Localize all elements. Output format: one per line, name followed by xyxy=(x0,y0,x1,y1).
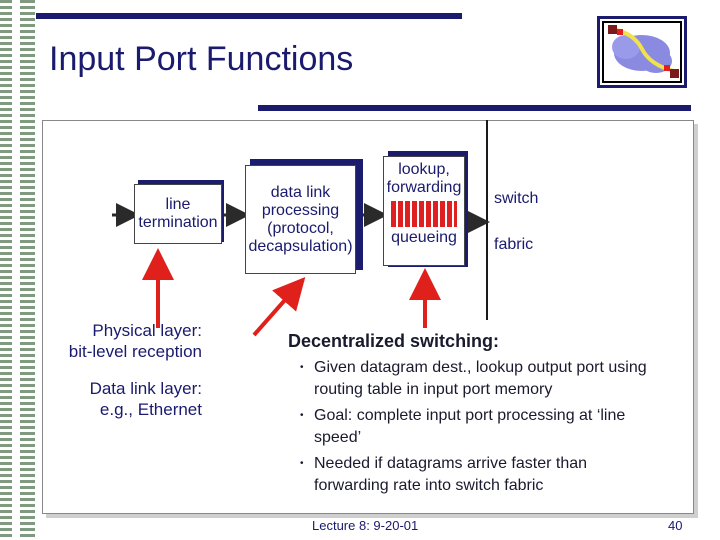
queueing-label: queueing xyxy=(391,229,457,246)
bullet-item: • Needed if datagrams arrive faster than… xyxy=(300,453,696,497)
title-underline-bar xyxy=(258,105,691,111)
line-termination-line2: termination xyxy=(138,214,218,231)
bullet-icon: • xyxy=(300,458,304,469)
data-link-layer-label: Data link layer: xyxy=(89,379,202,398)
decentralized-heading: Decentralized switching: xyxy=(288,331,500,351)
page-number: 40 xyxy=(668,518,683,533)
bullet-3-line1: Needed if datagrams arrive faster than xyxy=(314,455,588,472)
line-termination-box: line termination xyxy=(134,184,222,244)
bullet-1-line1: Given datagram dest., lookup output port… xyxy=(314,359,647,376)
bullet-3-line2: forwarding rate into switch fabric xyxy=(314,477,544,494)
data-link-line3: (protocol, xyxy=(267,219,334,237)
datalink-layer-arrow xyxy=(252,277,306,337)
decorative-stripes xyxy=(0,0,35,540)
bullet-item: • Goal: complete input port processing a… xyxy=(300,405,696,449)
fabric-label: fabric xyxy=(494,236,534,253)
network-cloud-logo xyxy=(597,16,687,88)
physical-layer-label: Physical layer: xyxy=(92,321,202,340)
data-link-layer-desc: e.g., Ethernet xyxy=(99,400,202,419)
line-termination-line1: line xyxy=(165,196,191,213)
bullet-icon: • xyxy=(300,362,304,373)
data-link-line1: data link xyxy=(270,183,331,201)
physical-layer-note: Physical layer: bit-level reception xyxy=(42,320,202,362)
top-bar xyxy=(36,13,462,19)
data-link-processing-box: data link processing (protocol, decapsul… xyxy=(245,165,356,274)
data-link-line2: processing xyxy=(261,201,340,219)
cloud-icon xyxy=(608,25,679,78)
physical-layer-desc: bit-level reception xyxy=(68,342,202,361)
data-link-line4: decapsulation) xyxy=(248,237,353,255)
bullet-icon: • xyxy=(300,410,304,421)
queue-buffer xyxy=(391,201,457,227)
switch-label: switch xyxy=(494,190,539,207)
bullet-list: • Given datagram dest., lookup output po… xyxy=(300,357,696,497)
bullet-item: • Given datagram dest., lookup output po… xyxy=(300,357,696,401)
lookup-forwarding-box: lookup, forwarding queueing xyxy=(383,156,465,266)
bullet-2-line1: Goal: complete input port processing at … xyxy=(314,407,626,424)
lookup-line2: forwarding xyxy=(386,179,462,196)
bullet-1-line2: routing table in input port memory xyxy=(314,381,553,398)
page-title: Input Port Functions xyxy=(49,40,354,78)
data-link-layer-note: Data link layer: e.g., Ethernet xyxy=(42,378,202,420)
lookup-line1: lookup, xyxy=(398,161,450,178)
bullet-2-line2: speed’ xyxy=(314,429,362,446)
footer-lecture: Lecture 8: 9-20-01 xyxy=(312,518,419,533)
